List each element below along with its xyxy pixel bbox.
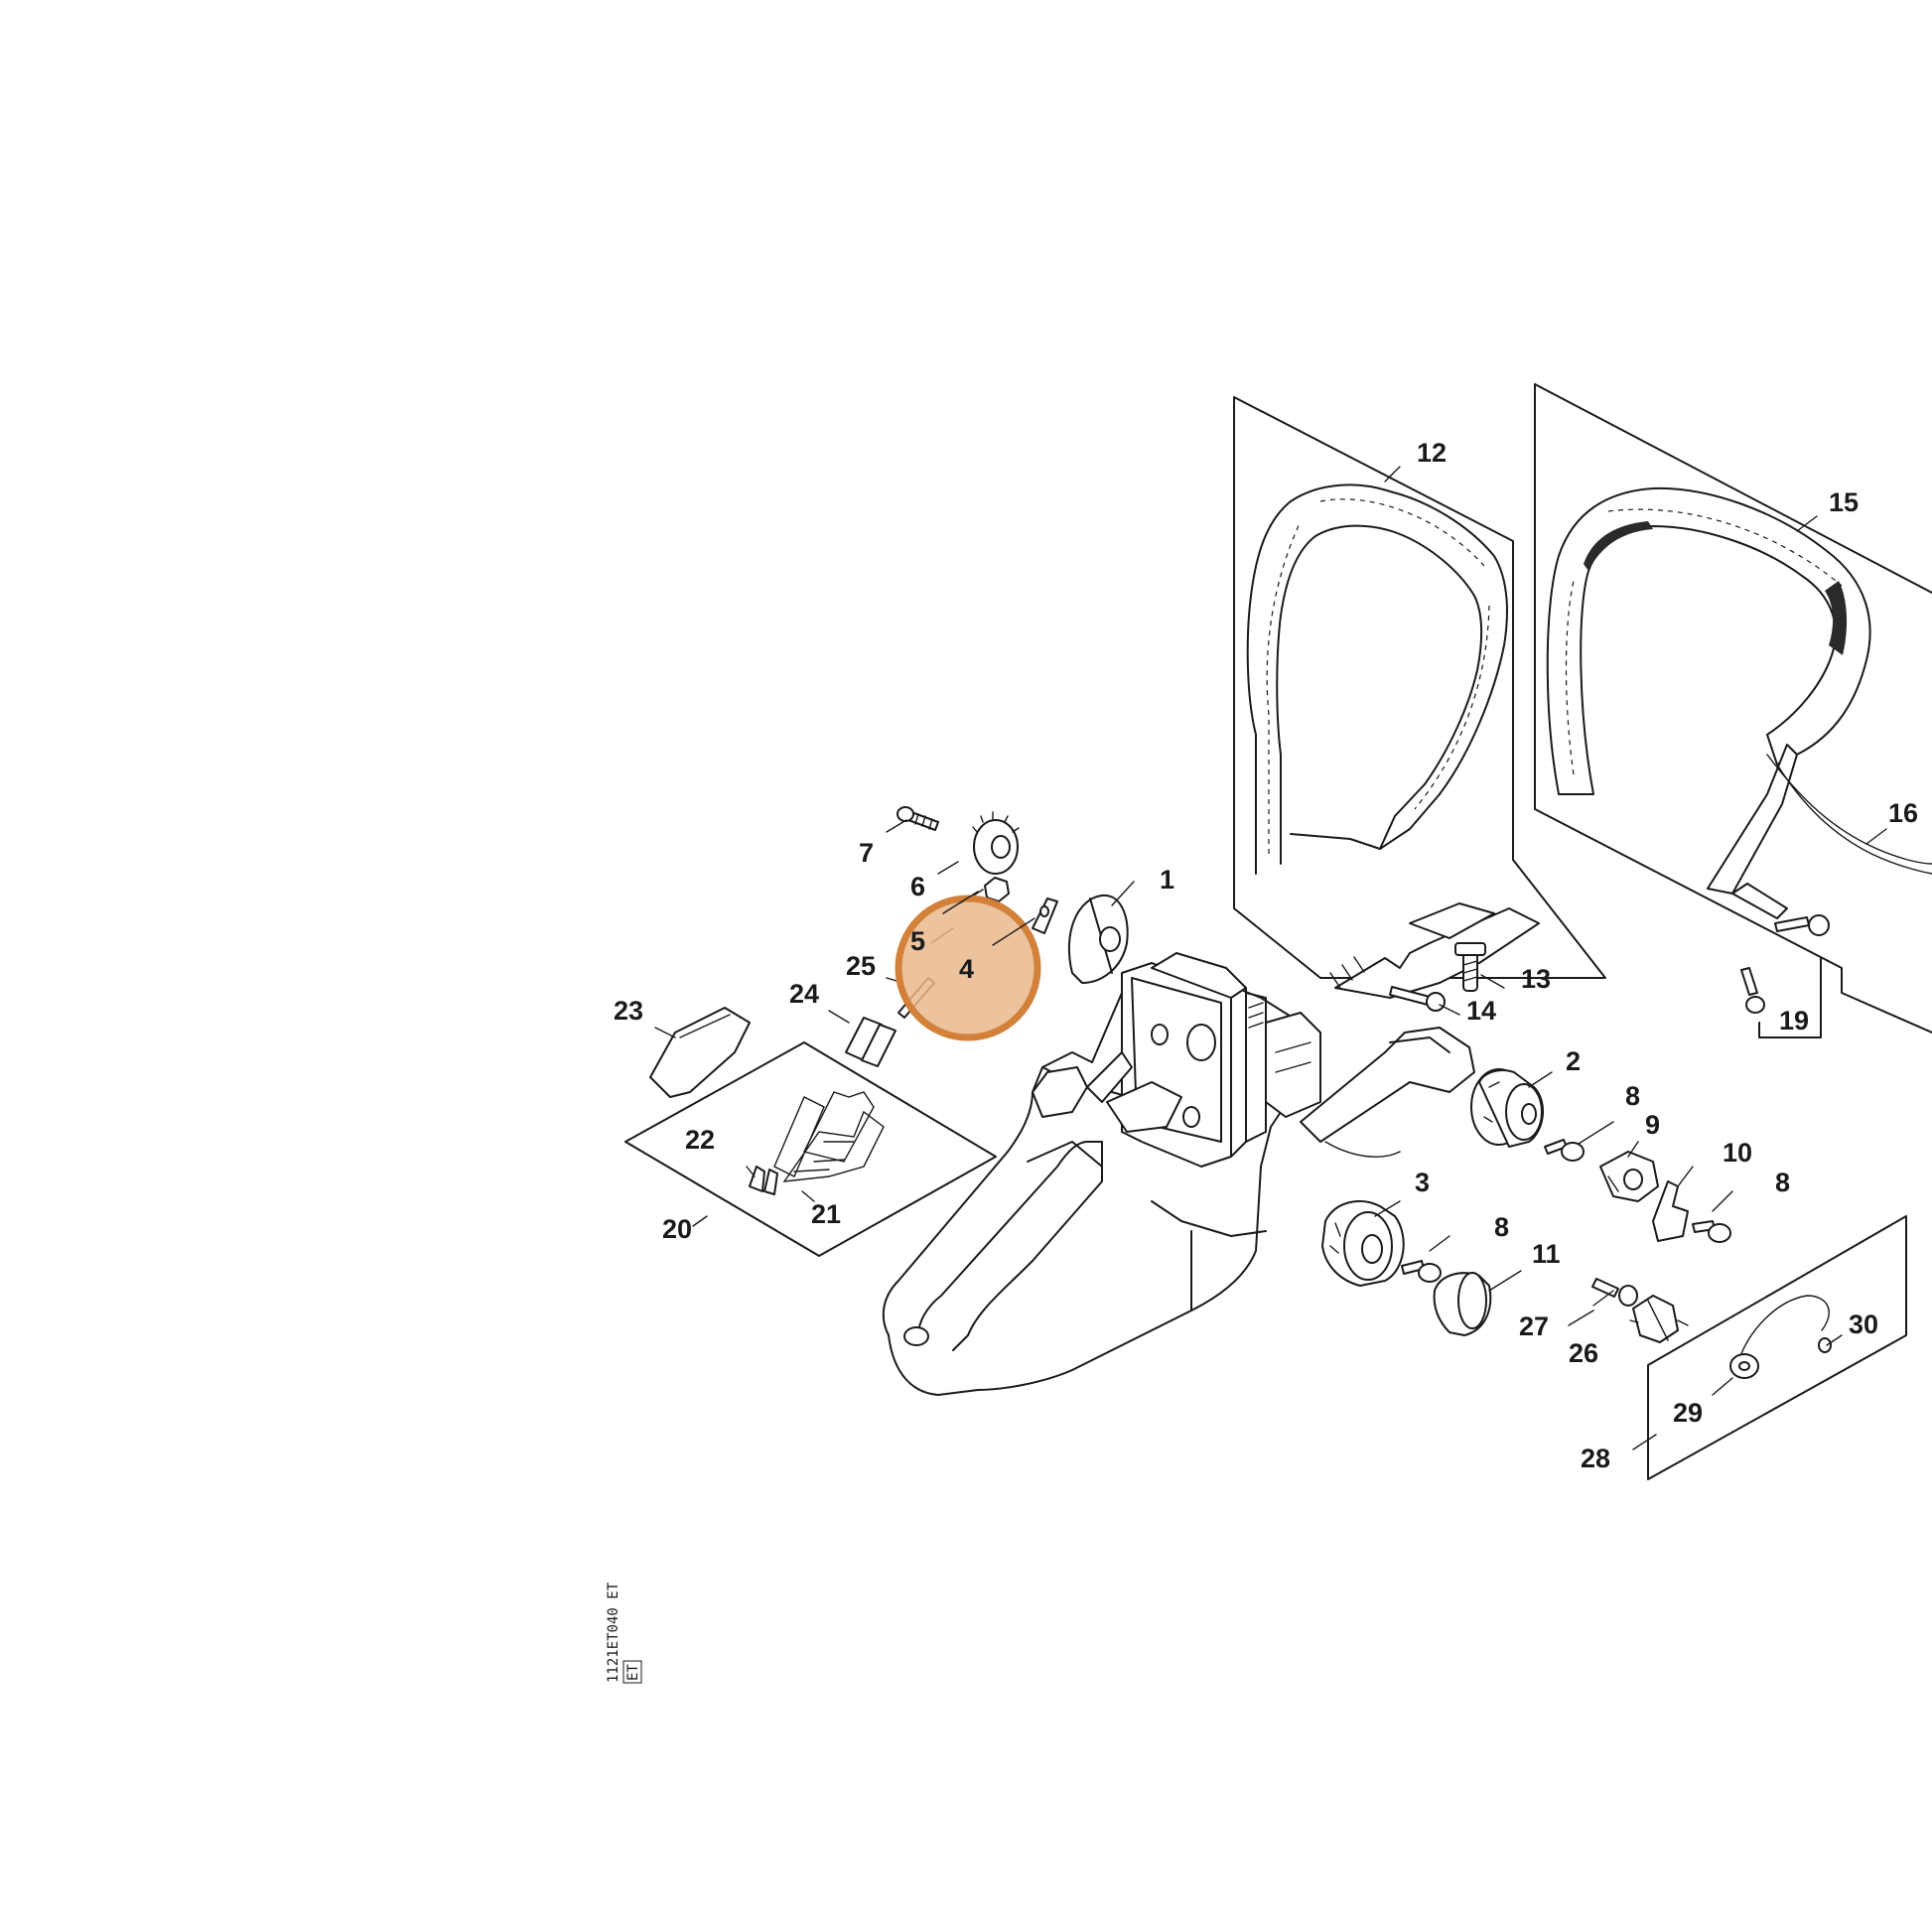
group-panel-20	[624, 1041, 997, 1257]
screw-8c	[1692, 1220, 1731, 1243]
gear-6	[972, 811, 1020, 875]
callout-20[interactable]: 20	[662, 1214, 692, 1244]
callout-labels: 1 2 3 4 5 6 7 8 8 8 9 10 11 12 13 14 15 …	[614, 438, 1918, 1473]
callout-24[interactable]: 24	[789, 979, 819, 1009]
callout-7[interactable]: 7	[859, 838, 874, 868]
callout-28[interactable]: 28	[1581, 1444, 1610, 1473]
callout-13[interactable]: 13	[1521, 964, 1551, 994]
bolt-group-19	[1740, 914, 1830, 1038]
washer-4	[1032, 897, 1058, 934]
callout-8a[interactable]: 8	[1625, 1081, 1640, 1111]
callout-14[interactable]: 14	[1466, 996, 1496, 1026]
callout-30[interactable]: 30	[1849, 1310, 1878, 1339]
bracket-9	[1599, 1151, 1659, 1202]
callout-15[interactable]: 15	[1829, 487, 1859, 517]
group-panel-12	[1233, 396, 1606, 999]
lever-10	[1652, 1180, 1689, 1242]
nut-5	[984, 877, 1010, 902]
drawing-code-text: 1121ET040 ET	[606, 1582, 621, 1683]
callout-1[interactable]: 1	[1160, 865, 1174, 895]
leader-lines	[654, 466, 1887, 1450]
screw-8a	[1544, 1139, 1585, 1162]
callout-11[interactable]: 11	[1532, 1239, 1561, 1269]
callout-6[interactable]: 6	[910, 872, 925, 901]
callout-27[interactable]: 27	[1519, 1311, 1549, 1341]
callout-12[interactable]: 12	[1417, 438, 1447, 468]
bolt-13	[1454, 942, 1486, 992]
pad-23	[649, 1007, 751, 1098]
callout-22[interactable]: 22	[685, 1125, 715, 1155]
group-panel-15	[1534, 383, 1932, 1034]
callout-4[interactable]: 4	[959, 954, 974, 984]
callout-5[interactable]: 5	[910, 926, 925, 956]
cover-1	[1067, 894, 1129, 984]
screw-7	[897, 806, 939, 831]
bolt-14	[1389, 986, 1446, 1012]
cap-11	[1433, 1272, 1492, 1336]
buffer-3	[1321, 1200, 1405, 1287]
callout-9[interactable]: 9	[1645, 1110, 1660, 1140]
callout-8b[interactable]: 8	[1494, 1212, 1509, 1242]
callout-10[interactable]: 10	[1723, 1138, 1752, 1168]
callout-21[interactable]: 21	[811, 1199, 841, 1229]
callout-23[interactable]: 23	[614, 996, 643, 1026]
callout-16[interactable]: 16	[1888, 798, 1918, 828]
drawing-code: 1121ET040 ET ET	[606, 1582, 642, 1684]
sleeve-24	[845, 1017, 897, 1067]
callout-3[interactable]: 3	[1415, 1168, 1430, 1197]
callout-8c[interactable]: 8	[1775, 1168, 1790, 1197]
callout-26[interactable]: 26	[1569, 1338, 1598, 1368]
buffer-2	[1470, 1068, 1545, 1148]
callout-25[interactable]: 25	[846, 951, 876, 981]
callout-29[interactable]: 29	[1673, 1398, 1703, 1428]
housing	[882, 952, 1475, 1396]
part-26	[1629, 1295, 1689, 1343]
callout-2[interactable]: 2	[1566, 1046, 1581, 1076]
callout-19[interactable]: 19	[1779, 1006, 1809, 1035]
drawing-badge: ET	[625, 1664, 641, 1681]
screw-8b	[1401, 1260, 1442, 1283]
group-panel-28	[1647, 1215, 1907, 1480]
